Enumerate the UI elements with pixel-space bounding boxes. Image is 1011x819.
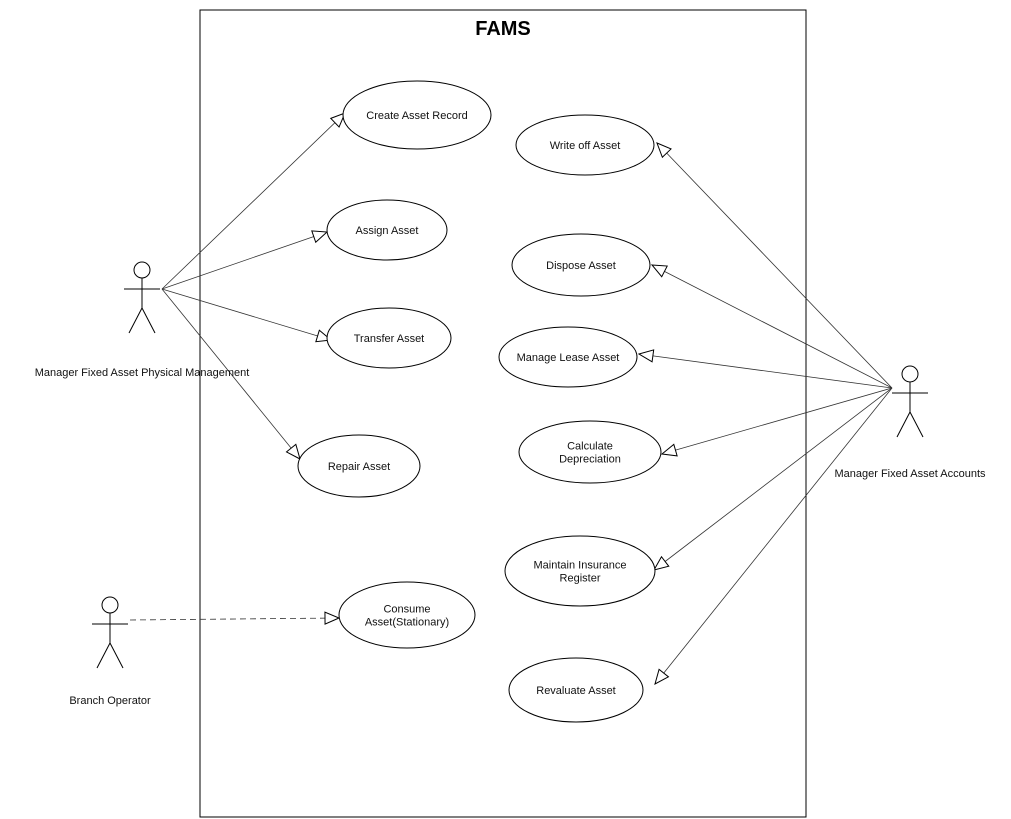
actor-left-leg	[896, 411, 911, 438]
use-case-label: Assign Asset	[356, 225, 419, 237]
use-case-lease[interactable]: Manage Lease Asset	[498, 326, 638, 388]
association-line-consume	[129, 617, 340, 621]
arrowhead-writeoff	[656, 142, 672, 159]
association-line-repair	[161, 288, 301, 460]
use-case-label: Consume	[383, 604, 430, 616]
actor-head	[901, 365, 919, 383]
association-line-revaluate	[654, 387, 893, 685]
association-line-lease	[638, 353, 893, 389]
system-title: FAMS	[475, 18, 531, 40]
use-case-ellipse	[326, 199, 448, 261]
association-line-assign	[161, 231, 328, 290]
actor-head	[101, 596, 119, 614]
actor-physical[interactable]: Manager Fixed Asset Physical Management	[35, 261, 250, 379]
arrowhead-dispose	[650, 264, 668, 278]
actor-head	[133, 261, 151, 279]
arrowhead-lease	[637, 349, 655, 363]
association-line-depreciation	[661, 387, 893, 455]
use-case-ellipse	[508, 657, 644, 723]
use-case-label: Revaluate Asset	[536, 685, 616, 697]
arrowhead-revaluate	[654, 668, 670, 685]
use-case-dispose[interactable]: Dispose Asset	[511, 233, 651, 297]
use-case-label: Transfer Asset	[354, 333, 425, 345]
arrowhead-consume	[324, 611, 341, 625]
use-case-ellipse	[504, 535, 656, 607]
use-case-ellipse	[326, 307, 452, 369]
actor-branch[interactable]: Branch Operator	[69, 596, 151, 707]
system-boundary	[199, 9, 807, 818]
use-case-ellipse	[498, 326, 638, 388]
actor-left-leg	[128, 307, 143, 334]
use-case-label: Create Asset Record	[366, 110, 468, 122]
association-line-writeoff	[656, 142, 893, 389]
use-case-writeoff[interactable]: Write off Asset	[515, 114, 655, 176]
use-case-label: Depreciation	[559, 454, 621, 466]
use-case-label: Manage Lease Asset	[517, 352, 620, 364]
use-case-transfer[interactable]: Transfer Asset	[326, 307, 452, 369]
arrowhead-repair	[285, 443, 301, 460]
actor-accounts[interactable]: Manager Fixed Asset Accounts	[834, 365, 986, 480]
arrowhead-assign	[311, 230, 329, 244]
use-case-create[interactable]: Create Asset Record	[342, 80, 492, 150]
use-case-ellipse	[297, 434, 421, 498]
use-case-ellipse	[338, 581, 476, 649]
actor-right-leg	[109, 642, 124, 669]
use-case-ellipse	[511, 233, 651, 297]
use-case-label: Dispose Asset	[546, 260, 616, 272]
use-case-ellipse	[342, 80, 492, 150]
use-case-ellipse	[515, 114, 655, 176]
use-case-label: Calculate	[567, 441, 613, 453]
association-line-transfer	[161, 288, 332, 341]
associations	[129, 112, 893, 685]
use-case-label: Maintain Insurance	[534, 560, 627, 572]
association-line-insurance	[653, 387, 893, 571]
association-line-dispose	[651, 264, 893, 389]
actor-label: Manager Fixed Asset Accounts	[834, 468, 986, 480]
arrowhead-create	[329, 112, 346, 128]
use-case-ellipse	[518, 420, 662, 484]
use-case-repair[interactable]: Repair Asset	[297, 434, 421, 498]
arrowhead-insurance	[652, 555, 670, 571]
use-case-label: Asset(Stationary)	[365, 617, 449, 629]
actor-right-leg	[909, 411, 924, 438]
actor-right-leg	[141, 307, 156, 334]
actor-label: Manager Fixed Asset Physical Management	[35, 367, 250, 379]
use-case-label: Register	[560, 573, 601, 585]
association-line-create	[161, 112, 346, 290]
use-case-assign[interactable]: Assign Asset	[326, 199, 448, 261]
actor-left-leg	[96, 642, 111, 669]
actors: Manager Fixed Asset Physical ManagementM…	[35, 261, 986, 707]
use-case-label: Write off Asset	[550, 140, 621, 152]
actor-label: Branch Operator	[69, 695, 151, 707]
use-case-revaluate[interactable]: Revaluate Asset	[508, 657, 644, 723]
arrowhead-depreciation	[660, 443, 678, 457]
use-case-label: Repair Asset	[328, 461, 390, 473]
